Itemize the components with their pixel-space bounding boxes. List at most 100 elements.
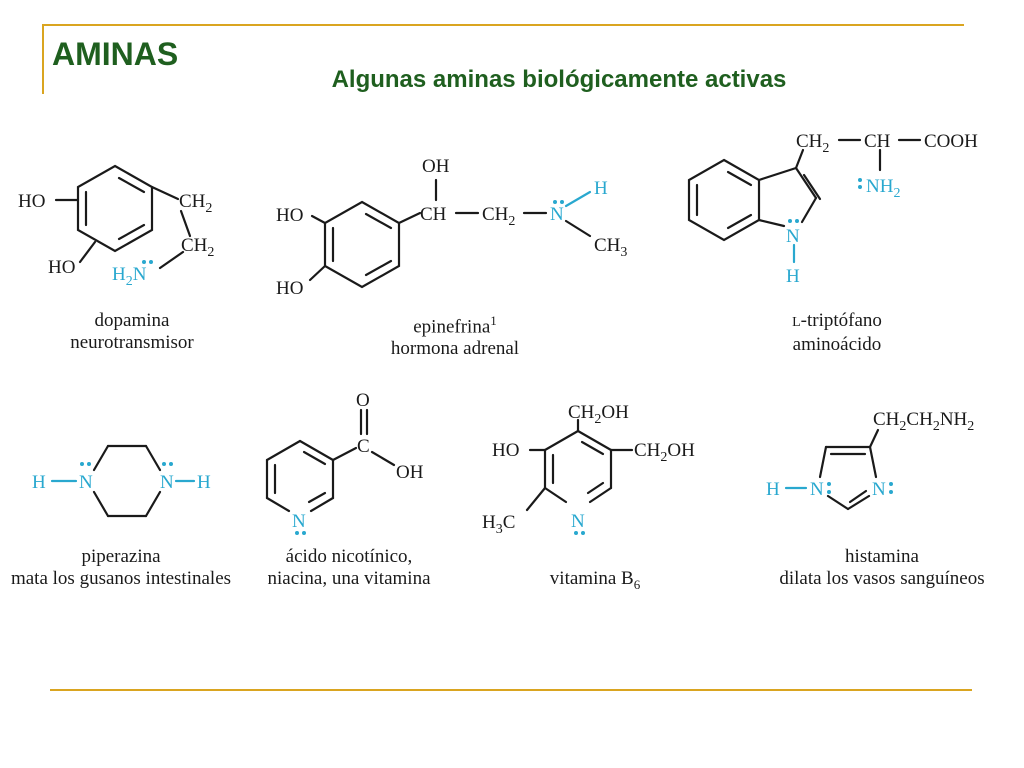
page-title: AMINAS — [52, 36, 179, 72]
piperazina-atom-n2: N — [160, 472, 174, 493]
epinefrina-atom-h: H — [594, 178, 608, 199]
triptofano-structure: CH2 CH COOH NH2 N H — [687, 131, 978, 287]
vitaminab6-atom-ch2oh1: CH2OH — [568, 402, 629, 427]
triptofano-atom-ch: CH — [864, 131, 891, 152]
nicotinico-atom-oh: OH — [396, 462, 424, 483]
dopamina-bond-ho2 — [78, 240, 97, 264]
dopamina-atom-ho2: HO — [48, 257, 75, 278]
vitaminab6-double-bond — [580, 440, 605, 456]
nicotinico-lone-pair — [295, 531, 299, 535]
triptofano-pyrrole-bond — [757, 166, 798, 182]
nicotinico-atom-n: N — [292, 511, 306, 532]
caption-vitaminab6: vitamina B6 — [520, 568, 670, 596]
epinefrina-atom-ch2: CH2 — [482, 204, 515, 229]
histamina-lone-pair — [827, 490, 831, 494]
nicotinico-atom-o: O — [356, 390, 370, 411]
histamina-structure: CH2CH2NH2 H N N — [766, 409, 974, 511]
compound-name: piperazina — [81, 546, 161, 567]
dopamina-structure: HO HO CH2 CH2 H2N — [18, 164, 214, 289]
histamina-lone-pair — [889, 490, 893, 494]
epinefrina-bond-n-ch3 — [564, 219, 592, 238]
compound-description: dilata los vasos sanguíneos — [779, 568, 985, 589]
dopamina-atom-h2n: H2N — [112, 264, 147, 289]
dopamina-bond-ch2-ch2 — [179, 209, 192, 238]
triptofano-pyrrole-bond — [794, 166, 818, 200]
histamina-bond-chain — [868, 428, 880, 449]
nicotinico-structure: O C OH N — [265, 390, 424, 535]
nicotinico-lone-pair — [302, 531, 306, 535]
epinefrina-bond-ch — [397, 211, 422, 225]
histamina-lone-pair — [889, 482, 893, 486]
histamina-double-bond — [848, 489, 868, 504]
compound-description: mata los gusanos intestinales — [10, 568, 232, 589]
vitaminab6-atom-ho: HO — [492, 440, 519, 461]
piperazina-ring-bond — [144, 490, 162, 518]
histamina-atom-n2: N — [872, 479, 886, 500]
dopamina-lone-pair — [142, 260, 146, 264]
epinefrina-atom-ho1: HO — [276, 205, 303, 226]
vitaminab6-ring-bond — [543, 486, 568, 504]
vitaminab6-ring-bond — [543, 429, 580, 452]
epinefrina-double-bond — [364, 212, 393, 230]
nicotinico-double-bond — [302, 450, 327, 466]
triptofano-double-bond — [726, 213, 753, 230]
vitaminab6-atom-h3c: H3C — [482, 512, 515, 537]
top-rule — [42, 24, 964, 26]
histamina-ring-bond — [846, 494, 871, 511]
histamina-ring-bond — [868, 445, 878, 479]
nicotinico-bond-coh — [370, 450, 396, 467]
epinefrina-structure: OH HO HO CH CH2 N H CH3 — [276, 156, 627, 299]
compound-description: aminoácido — [792, 334, 882, 355]
epinefrina-bond-n-h — [564, 190, 592, 208]
nicotinico-ring-bond — [309, 496, 335, 513]
vitaminab6-bond-h3c — [525, 486, 547, 512]
piperazina-atom-n1: N — [79, 472, 93, 493]
nicotinico-atom-c: C — [357, 436, 370, 457]
triptofano-pyrrole-bond — [757, 218, 786, 228]
piperazina-lone-pair — [169, 462, 173, 466]
histamina-atom-n1: N — [810, 479, 824, 500]
epinefrina-atom-n: N — [550, 204, 564, 225]
triptofano-atom-nh2: NH2 — [866, 176, 900, 201]
epinefrina-lone-pair — [553, 200, 557, 204]
piperazina-ring-bond — [144, 444, 162, 472]
histamina-ring-bond — [826, 494, 850, 511]
epinefrina-atom-oh: OH — [422, 156, 450, 177]
vitaminab6-atom-n: N — [571, 511, 585, 532]
epinefrina-bond-ho1 — [310, 214, 327, 225]
caption-dopamina: dopamina neurotransmisor — [44, 310, 220, 354]
triptofano-atom-ch2: CH2 — [796, 131, 829, 156]
epinefrina-atom-ho2: HO — [276, 278, 303, 299]
triptofano-double-bond — [802, 173, 822, 201]
compound-description: neurotransmisor — [70, 332, 194, 353]
triptofano-pyrrole-bond — [800, 196, 818, 224]
vitaminab6-double-bond — [586, 481, 605, 495]
dopamina-bond-ch2a — [150, 185, 180, 201]
vitaminab6-ring-bond — [588, 486, 613, 504]
dopamina-lone-pair — [149, 260, 153, 264]
compound-name: histamina — [845, 546, 919, 567]
histamina-lone-pair — [827, 482, 831, 486]
piperazina-atom-h1: H — [32, 472, 46, 493]
bottom-rule — [50, 689, 972, 691]
epinefrina-atom-ch3: CH3 — [594, 235, 627, 260]
nicotinico-ring-bond — [265, 439, 302, 462]
piperazina-lone-pair — [87, 462, 91, 466]
nicotinico-ring-bond — [265, 496, 291, 513]
piperazina-ring-bond — [92, 490, 110, 518]
dopamina-double-bond — [117, 176, 146, 194]
dopamina-double-bond — [117, 223, 146, 241]
triptofano-atom-h: H — [786, 266, 800, 287]
epinefrina-double-bond — [364, 259, 393, 277]
vitaminab6-structure: CH2OH HO CH2OH H3C N — [482, 402, 695, 537]
triptofano-lone-pair — [858, 185, 862, 189]
caption-piperazina: piperazina mata los gusanos intestinales — [0, 546, 242, 590]
compound-name: epinefrina1 — [413, 313, 497, 338]
caption-histamina: histamina dilata los vasos sanguíneos — [762, 546, 1002, 590]
triptofano-lone-pair — [788, 219, 792, 223]
nicotinico-double-bond — [307, 491, 327, 504]
histamina-atom-chain: CH2CH2NH2 — [873, 409, 974, 434]
caption-triptofano: L-triptófano aminoácido — [762, 310, 912, 356]
caption-epinefrina: epinefrina1 hormona adrenal — [360, 310, 550, 360]
dopamina-atom-ch2a: CH2 — [179, 191, 212, 216]
